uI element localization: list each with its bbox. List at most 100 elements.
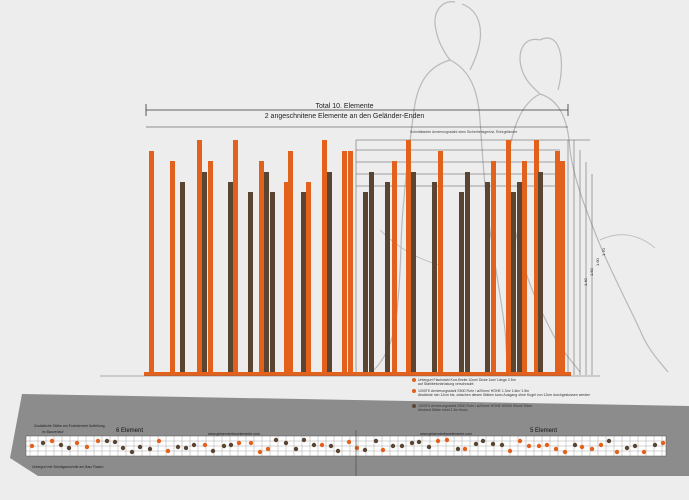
brown-dot (175, 444, 181, 450)
brown-dot (137, 444, 143, 450)
orange-dot (526, 443, 532, 449)
orange-dot (536, 443, 542, 449)
brown-bar (432, 182, 437, 372)
strip-note-bottom: Untergurt mit Schräganschnitt am Bau/ Ra… (32, 465, 104, 469)
orange-dot (354, 445, 360, 451)
orange-bar (322, 140, 327, 372)
orange-bar (149, 151, 154, 372)
orange-dot (589, 446, 595, 452)
orange-dot (202, 442, 208, 448)
dimension-label: 1.70 (601, 248, 606, 256)
orange-dot (444, 437, 450, 443)
brown-dot (129, 449, 135, 455)
railing-bars (149, 140, 565, 372)
orange-dot (435, 438, 441, 444)
brown-bar (363, 192, 368, 372)
orange-bar (197, 140, 202, 372)
legend-item: 1000TK Armierungsstahl S500 Rohr / ø20mm… (412, 404, 532, 412)
orange-dot (462, 446, 468, 452)
base-bar (144, 372, 571, 376)
brown-dot (112, 439, 118, 445)
orange-dot (562, 449, 568, 455)
brown-dot (416, 439, 422, 445)
orange-bar (438, 151, 443, 372)
brown-dot (104, 438, 110, 444)
orange-bar (259, 161, 264, 372)
orange-bar (555, 151, 560, 372)
orange-dot (257, 449, 263, 455)
brown-bar (459, 192, 464, 372)
orange-dot (507, 448, 513, 454)
brown-dot (409, 440, 415, 446)
orange-dot (598, 442, 604, 448)
brown-dot (58, 442, 64, 448)
woman-figure-outline (507, 37, 669, 373)
orange-dot (380, 447, 386, 453)
brown-bar (301, 192, 306, 372)
orange-dot (660, 440, 666, 446)
brown-bar (485, 182, 490, 372)
brown-dot (473, 441, 479, 447)
orange-dot (265, 446, 271, 452)
brown-bar (248, 192, 253, 372)
orange-dot (544, 442, 550, 448)
orange-bar (170, 161, 175, 372)
brown-bar (385, 182, 390, 372)
brown-dot (228, 442, 234, 448)
orange-dot (95, 438, 101, 444)
dimension-label: 1.50 (589, 268, 594, 276)
orange-bar (522, 161, 527, 372)
brown-bar (180, 182, 185, 372)
orange-dot (517, 438, 523, 444)
orange-dot (579, 444, 585, 450)
diagram-subtitle: 2 angeschnitene Elemente an den Geländer… (264, 113, 425, 120)
orange-dot (641, 449, 647, 455)
brown-dot (120, 445, 126, 451)
brown-bar (538, 172, 543, 372)
orange-bar (306, 182, 311, 372)
brown-dot (652, 442, 658, 448)
brown-dot (66, 445, 72, 451)
orange-bar (534, 140, 539, 372)
legend-item: 1000TK Armierungsstahl S500 Rohr / ø20mm… (412, 389, 590, 397)
orange-bar (560, 161, 565, 372)
brown-bar (517, 182, 522, 372)
orange-bar (233, 140, 238, 372)
brown-bar (369, 172, 374, 372)
brown-dot (572, 442, 578, 448)
orange-dot (49, 438, 55, 444)
orange-dot (29, 443, 35, 449)
brown-bar (228, 182, 233, 372)
brown-dot (632, 443, 638, 449)
brown-dot (373, 438, 379, 444)
strip-url-right: www.gelaenderbauelemente.com (420, 432, 472, 436)
brown-dot (399, 443, 405, 449)
plan-bar-dots (29, 437, 666, 455)
brown-bar (264, 172, 269, 372)
brown-dot (328, 443, 334, 449)
bar-icon (412, 378, 416, 383)
brown-dot (191, 442, 197, 448)
brown-bar (327, 172, 332, 372)
element-label-left: 6 Element (116, 428, 144, 434)
strip-note-top: Zusätzliche Stäbe am Endelement/ Aufteil… (34, 424, 105, 428)
brown-dot (273, 437, 279, 443)
diagram-title: Total 10. Elemente (315, 103, 374, 110)
brown-bar (465, 172, 470, 372)
top-note: Schnittkanten Armierungsstahl oben Siche… (410, 130, 518, 134)
brown-bar (511, 192, 516, 372)
orange-bar (406, 140, 411, 372)
brown-dot (293, 446, 299, 452)
brown-dot (490, 441, 496, 447)
brown-dot (210, 448, 216, 454)
brown-bar (411, 172, 416, 372)
brown-dot (426, 444, 432, 450)
brown-dot (390, 443, 396, 449)
dimension-label: 1.40 (583, 278, 588, 286)
orange-bar (288, 151, 293, 372)
brown-dot (335, 448, 341, 454)
legend-item: Untergurt Flachstahl Korr-Breite 10cm/ D… (412, 378, 516, 386)
orange-bar (348, 151, 353, 372)
brown-dot (183, 445, 189, 451)
